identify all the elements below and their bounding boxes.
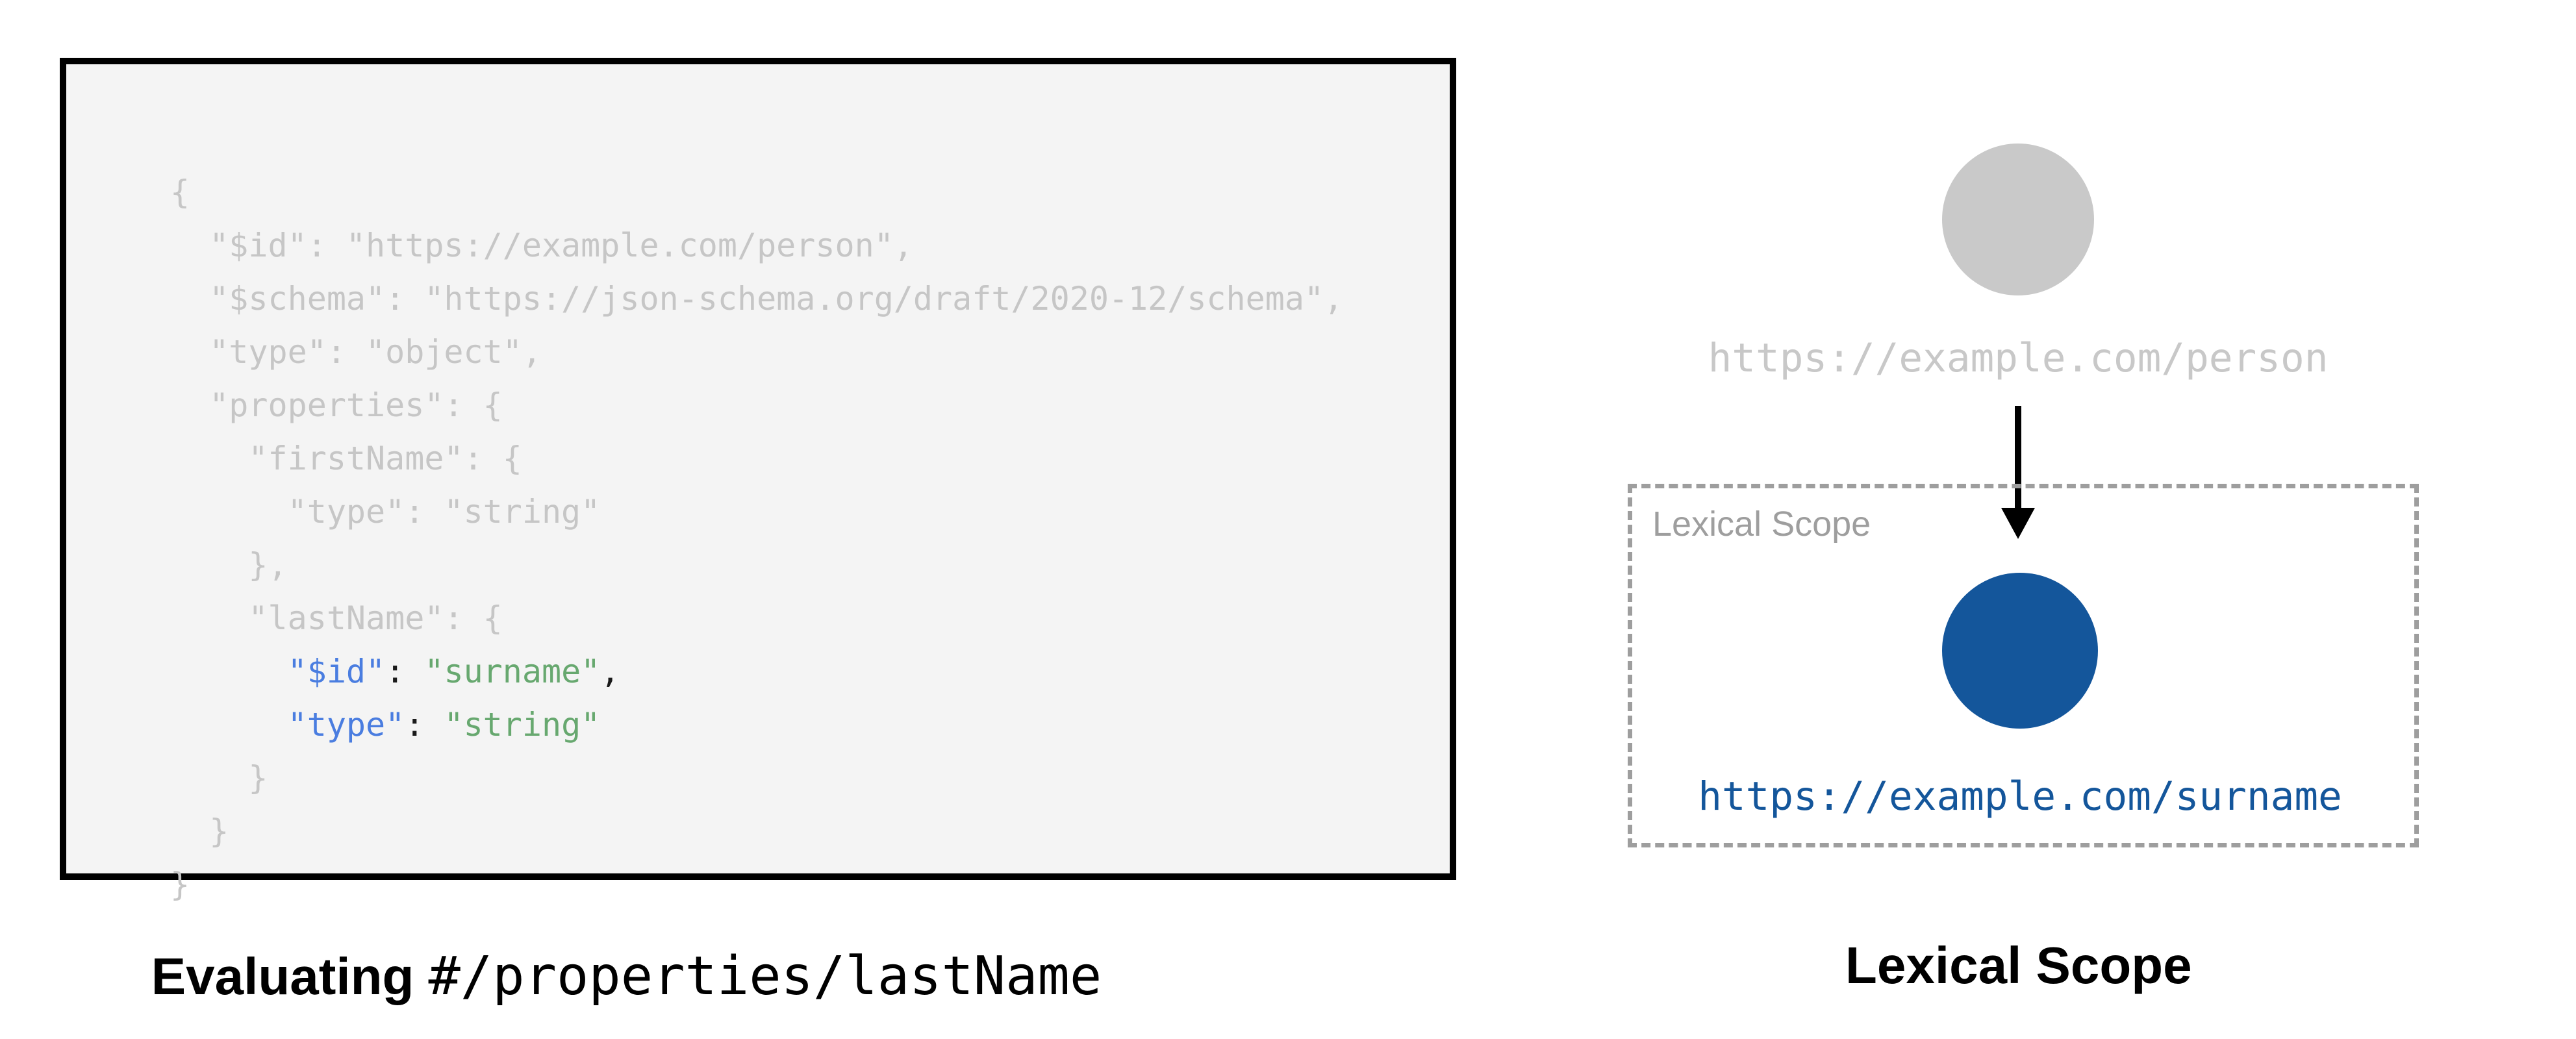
code-line: "firstName": {	[170, 440, 522, 477]
code-line: },	[170, 546, 288, 584]
code-line: "type": "object",	[170, 333, 542, 371]
evaluating-caption-bold: Evaluating	[151, 947, 429, 1005]
reference-arrow-head	[2001, 508, 2035, 539]
reference-arrow-shaft	[2015, 406, 2021, 510]
code-line: }	[170, 759, 268, 797]
child-schema-url: https://example.com/surname	[1698, 773, 2342, 820]
code-line: "lastName": {	[170, 599, 503, 637]
json-schema-code: { "$id": "https://example.com/person", "…	[170, 166, 1343, 911]
code-line: "type": "string"	[170, 493, 601, 531]
code-line: {	[170, 173, 190, 211]
evaluating-caption-pointer: #/properties/lastName	[428, 945, 1102, 1007]
code-line: "$id": "surname",	[287, 653, 620, 690]
lexical-scope-box	[1628, 484, 2419, 847]
parent-schema-url: https://example.com/person	[1708, 335, 2329, 381]
parent-schema-node-circle	[1942, 144, 2094, 295]
child-schema-node-circle	[1942, 573, 2098, 729]
code-line: }	[170, 812, 229, 850]
lexical-scope-caption: Lexical Scope	[1845, 936, 2192, 994]
code-line: }	[170, 866, 190, 903]
code-line: "$schema": "https://json-schema.org/draf…	[170, 280, 1344, 318]
json-schema-code-panel: { "$id": "https://example.com/person", "…	[60, 58, 1456, 903]
code-line: "type": "string"	[287, 706, 601, 744]
evaluating-caption: Evaluating #/properties/lastName	[140, 934, 1102, 1019]
code-line: "$id": "https://example.com/person",	[170, 227, 913, 264]
lexical-scope-box-label: Lexical Scope	[1652, 505, 1871, 544]
code-line: "properties": {	[170, 386, 503, 424]
